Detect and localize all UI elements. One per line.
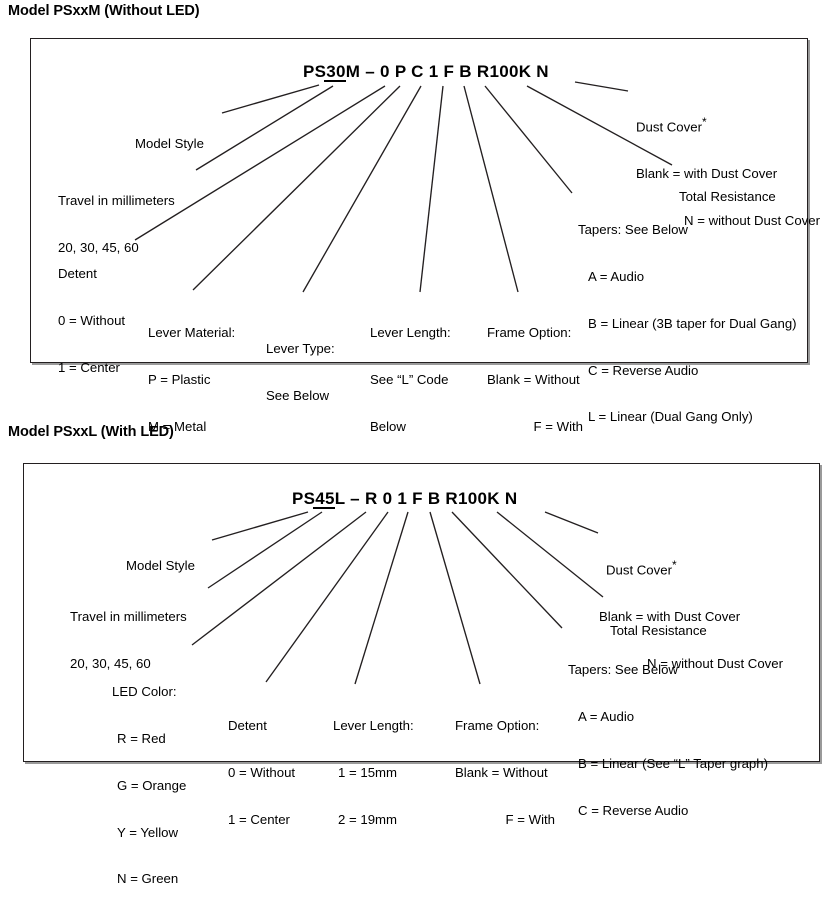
label-detent-0-2: 0 = Without	[228, 764, 296, 780]
dust-cover-text-2: Dust Cover	[606, 562, 672, 578]
diagram1-callout-lever-material: Lever Material: P = Plastic M = Metal	[148, 294, 235, 466]
label-dust-cover-n: N = without Dust Cover	[684, 213, 820, 229]
diagram2-callout-lever-length: Lever Length: 1 = 15mm 2 = 19mm	[333, 687, 414, 859]
label-total-resistance: Total Resistance	[679, 189, 776, 205]
diagram1-travel-underline	[324, 80, 346, 82]
label-tapers-a: A = Audio	[588, 268, 645, 284]
label-led-r: R = Red	[117, 730, 166, 746]
label-tapers-b-2: B = Linear (See “L” Taper graph)	[578, 755, 768, 771]
diagram2-callout-travel: Travel in millimeters 20, 30, 45, 60	[70, 578, 187, 703]
label-frame-option-title-2: Frame Option:	[455, 718, 540, 734]
label-led-y: Y = Yellow	[117, 824, 178, 840]
label-detent-0: 0 = Without	[58, 312, 126, 328]
label-lever-type-title: Lever Type:	[266, 341, 335, 357]
label-tapers-a-2: A = Audio	[578, 708, 635, 724]
label-lever-length-line2: Below	[370, 418, 406, 434]
label-lever-type-value: See Below	[266, 387, 330, 403]
diagram1-callout-detent: Detent 0 = Without 1 = Center	[58, 235, 125, 407]
label-frame-f: F = With	[533, 418, 583, 434]
label-lever-material-title: Lever Material:	[148, 325, 236, 341]
dust-cover-asterisk-icon-2: *	[671, 558, 677, 573]
label-led-g: G = Orange	[117, 777, 187, 793]
label-tapers-l: L = Linear (Dual Gang Only)	[588, 409, 753, 425]
label-tapers-c-2: C = Reverse Audio	[578, 802, 689, 818]
diagram2-part-number: PS45L – R 0 1 F B R100K N	[292, 489, 518, 508]
label-lever-length-1: 1 = 15mm	[338, 764, 398, 780]
label-total-resistance-2: Total Resistance	[610, 623, 707, 639]
diagram2-callout-frame-option: Frame Option: Blank = Without F = With	[455, 687, 555, 859]
label-led-color-title: LED Color:	[112, 684, 177, 700]
label-detent-1: 1 = Center	[58, 359, 120, 375]
label-travel-values: 20, 30, 45, 60	[58, 239, 139, 255]
label-lever-material-m: M = Metal	[148, 418, 207, 434]
diagram1-callout-lever-length: Lever Length: See “L” Code Below	[370, 294, 451, 466]
diagram1-callout-total-resistance: Total Resistance	[679, 158, 776, 236]
label-detent-title-2: Detent	[228, 718, 267, 734]
label-lever-length-title: Lever Length:	[370, 325, 451, 341]
label-detent-title: Detent	[58, 266, 97, 282]
label-travel-values-2: 20, 30, 45, 60	[70, 655, 151, 671]
label-frame-blank: Blank = Without	[487, 371, 580, 387]
diagram1-callout-frame-option: Frame Option: Blank = Without F = With	[487, 294, 583, 466]
page-root: Model PSxxM (Without LED) PS30M – 0 P C …	[8, 3, 820, 886]
diagram1-callout-dust-cover: Dust Cover* Blank = with Dust Cover N = …	[636, 84, 820, 260]
diagram2-callout-led-color: LED Color: R = Red G = Orange Y = Yellow…	[112, 653, 186, 918]
diagram2-box	[23, 463, 820, 762]
label-frame-f-2: F = With	[505, 811, 555, 827]
diagram2-callout-dust-cover: Dust Cover* Blank = with Dust Cover N = …	[599, 527, 783, 703]
label-dust-cover-blank: Blank = with Dust Cover	[636, 166, 778, 182]
diagram1-callout-model-style: Model Style	[135, 105, 204, 183]
label-led-n: N = Green	[117, 871, 179, 887]
diagram2-callout-model-style: Model Style	[126, 527, 195, 605]
diagram2-callout-total-resistance: Total Resistance	[610, 592, 707, 670]
diagram1-title: Model PSxxM (Without LED)	[8, 3, 200, 19]
diagram2-travel-underline	[313, 507, 335, 509]
label-frame-blank-2: Blank = Without	[455, 764, 548, 780]
diagram1-part-number: PS30M – 0 P C 1 F B R100K N	[303, 62, 549, 81]
label-model-style-2: Model Style	[126, 558, 195, 574]
label-lever-length-2: 2 = 19mm	[338, 811, 398, 827]
dust-cover-asterisk-icon: *	[701, 115, 707, 130]
diagram2-callout-detent: Detent 0 = Without 1 = Center	[228, 687, 295, 859]
diagram2-title: Model PSxxL (With LED)	[8, 424, 174, 440]
label-tapers-title: Tapers: See Below	[578, 222, 688, 238]
label-dust-cover-blank-2: Blank = with Dust Cover	[599, 609, 741, 625]
label-travel-title: Travel in millimeters	[58, 193, 175, 209]
diagram1-callout-tapers: Tapers: See Below A = Audio B = Linear (…	[578, 191, 797, 456]
label-tapers-title-2: Tapers: See Below	[568, 662, 678, 678]
diagram1-callout-travel: Travel in millimeters 20, 30, 45, 60	[58, 162, 175, 287]
label-frame-option-title: Frame Option:	[487, 325, 572, 341]
label-detent-1-2: 1 = Center	[228, 811, 290, 827]
label-model-style: Model Style	[135, 136, 204, 152]
label-dust-cover-title-2: Dust Cover*	[606, 558, 783, 578]
label-travel-title-2: Travel in millimeters	[70, 609, 187, 625]
label-dust-cover-n-2: N = without Dust Cover	[647, 656, 783, 672]
dust-cover-text: Dust Cover	[636, 119, 702, 135]
label-lever-length-title-2: Lever Length:	[333, 718, 414, 734]
diagram1-callout-lever-type: Lever Type: See Below	[266, 310, 335, 435]
label-tapers-c: C = Reverse Audio	[588, 362, 699, 378]
label-lever-material-p: P = Plastic	[148, 371, 211, 387]
label-tapers-b: B = Linear (3B taper for Dual Gang)	[588, 315, 797, 331]
label-lever-length-line1: See “L” Code	[370, 371, 449, 387]
label-dust-cover-title: Dust Cover*	[636, 115, 820, 135]
